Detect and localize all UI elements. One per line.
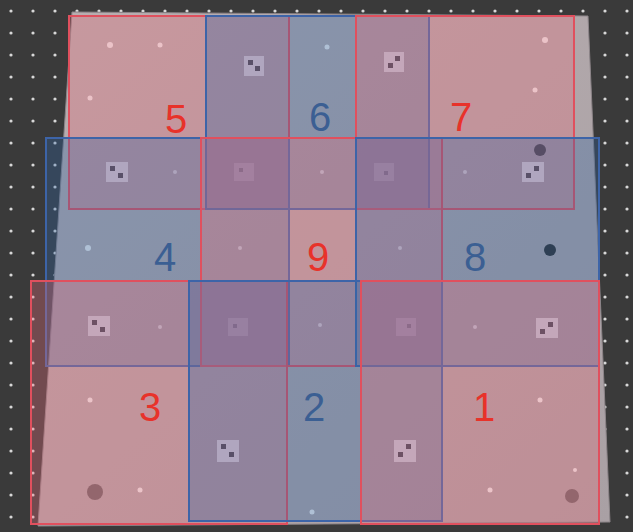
region-number: 5 (165, 99, 187, 139)
region-number: 4 (154, 237, 176, 277)
region-number: 1 (473, 387, 495, 427)
region-number: 8 (464, 237, 486, 277)
region-number: 3 (139, 387, 161, 427)
region-number: 7 (450, 97, 472, 137)
region-box: 1 (360, 280, 600, 525)
region-number: 2 (303, 387, 325, 427)
region-number: 9 (307, 237, 329, 277)
region-number: 6 (309, 97, 331, 137)
